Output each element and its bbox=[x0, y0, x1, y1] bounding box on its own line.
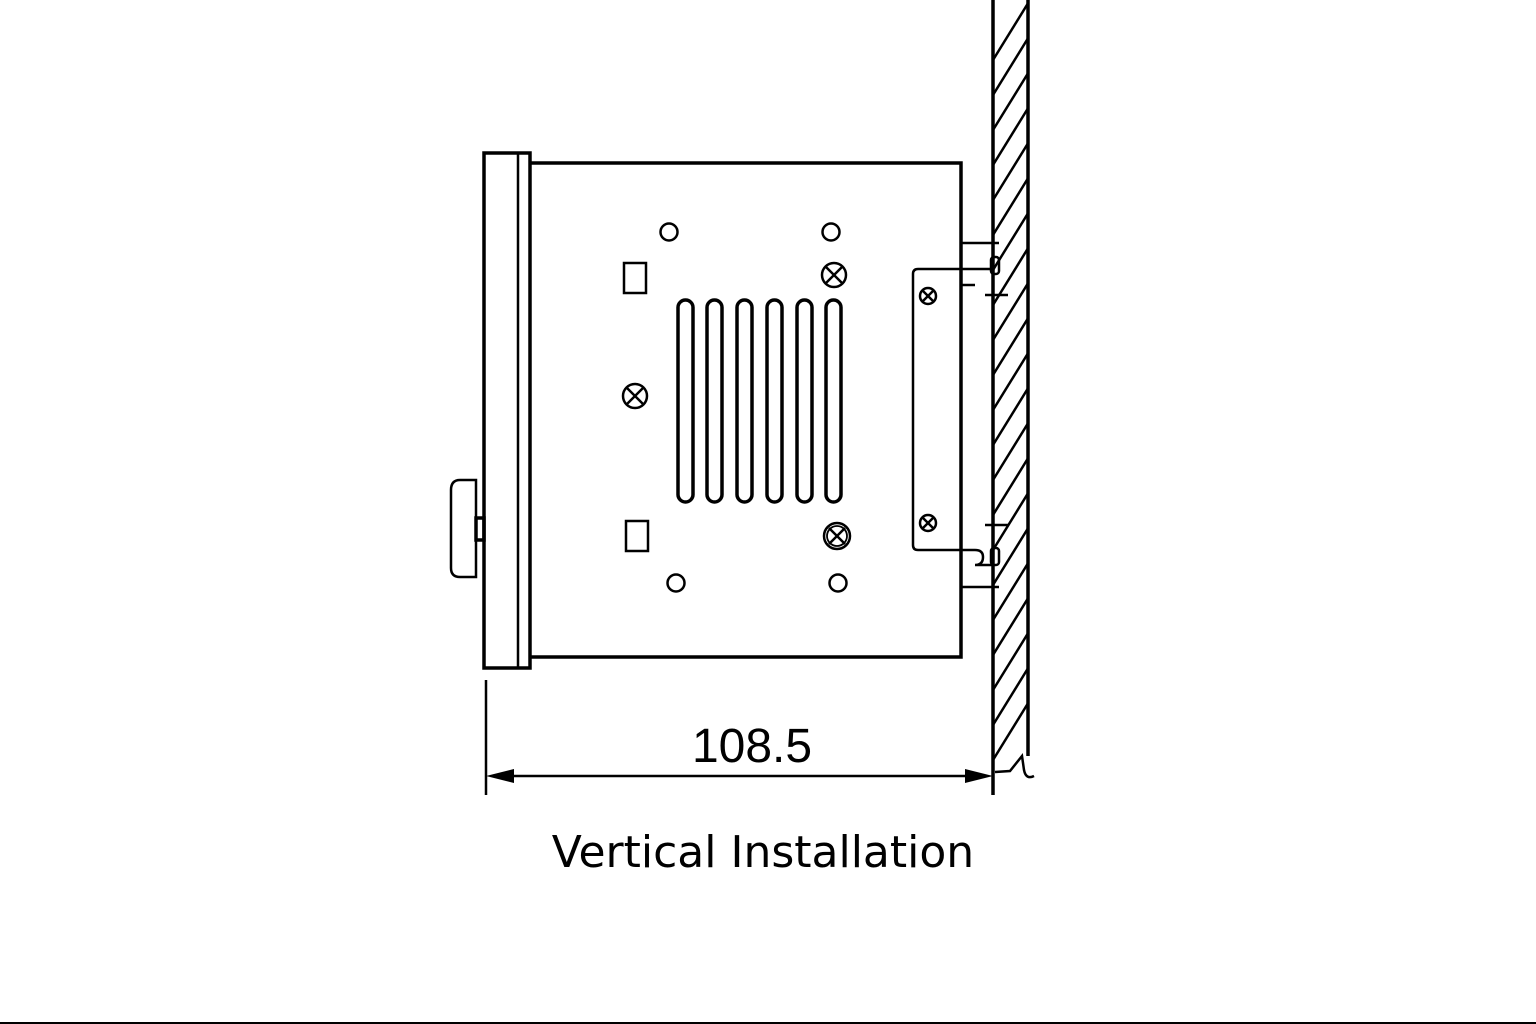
ventilation-slots bbox=[676, 298, 843, 504]
dimension-value: 108.5 bbox=[692, 720, 812, 773]
device-body bbox=[530, 161, 963, 659]
dimension-line: 108.5 bbox=[484, 680, 993, 795]
mounting-holes bbox=[659, 222, 848, 593]
side-knob bbox=[449, 478, 486, 579]
diagram-caption: Vertical Installation bbox=[552, 827, 974, 878]
bottom-border bbox=[0, 1022, 1536, 1024]
wall bbox=[991, 0, 1035, 795]
front-bezel bbox=[482, 151, 532, 670]
screw-icon bbox=[621, 261, 852, 551]
mounting-bracket bbox=[911, 241, 1008, 589]
rectangular-cutouts bbox=[622, 261, 650, 553]
